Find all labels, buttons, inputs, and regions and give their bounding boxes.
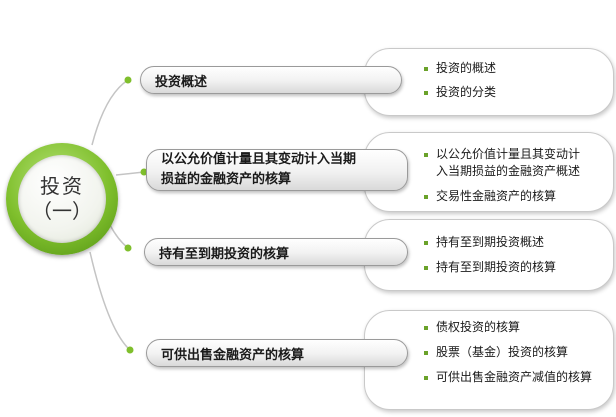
branch-3-item-2: 持有至到期投资的核算: [436, 260, 557, 274]
branch-1-panel: [364, 48, 614, 116]
branch-2-item-2: 交易性金融资产的核算: [436, 189, 557, 203]
connector-branch-1: [91, 79, 129, 146]
branch-1-item-1: 投资的概述: [436, 61, 497, 75]
branch-1-pill[interactable]: 投资概述: [140, 66, 402, 94]
branch-1-item-2: 投资的分类: [436, 85, 497, 99]
branch-2-pill[interactable]: 以公允价值计量且其变动计入当期 损益的金融资产的核算: [146, 149, 408, 191]
bullet-icon: [424, 153, 428, 157]
branch-3-label: 持有至到期投资的核算: [159, 246, 290, 262]
branch-2-label-line-2: 损益的金融资产的核算: [161, 172, 292, 187]
branch-2-item-1-line-1: 以公允价值计量且其变动计: [436, 147, 581, 161]
branch-4-item-1: 债权投资的核算: [436, 320, 521, 334]
bullet-icon: [424, 376, 428, 380]
branch-3-pill[interactable]: 持有至到期投资的核算: [144, 238, 408, 266]
bullet-icon: [424, 91, 428, 95]
bullet-icon: [424, 195, 428, 199]
branch-dot-4: [126, 346, 134, 354]
center-subtitle: （一）: [32, 199, 92, 223]
bullet-icon: [424, 326, 428, 330]
center-node-inner: 投资 （一）: [18, 155, 106, 243]
branch-1-label: 投资概述: [155, 74, 208, 90]
bullet-icon: [424, 241, 428, 245]
center-node: 投资 （一）: [6, 143, 118, 255]
connector-branch-4: [89, 251, 131, 351]
branch-2-label-line-1: 以公允价值计量且其变动计入当期: [161, 152, 357, 167]
connector-branch-2: [115, 171, 145, 176]
branch-2-item-1-line-2: 入当期损益的金融资产概述: [436, 164, 581, 178]
connector-branch-3: [109, 224, 129, 249]
branch-3-panel: [364, 219, 614, 291]
branch-3-item-1: 持有至到期投资概述: [436, 235, 545, 249]
center-title: 投资: [40, 174, 84, 198]
branch-4-item-3: 可供出售金融资产减值的核算: [436, 370, 593, 384]
branch-dot-1: [124, 76, 132, 84]
branch-dot-3: [124, 244, 132, 252]
bullet-icon: [424, 351, 428, 355]
branch-4-pill[interactable]: 可供出售金融资产的核算: [146, 339, 408, 367]
bullet-icon: [424, 266, 428, 270]
branch-4-item-2: 股票（基金）投资的核算: [436, 345, 569, 359]
bullet-icon: [424, 67, 428, 71]
branch-dot-2: [140, 168, 148, 176]
branch-4-label: 可供出售金融资产的核算: [161, 347, 305, 363]
